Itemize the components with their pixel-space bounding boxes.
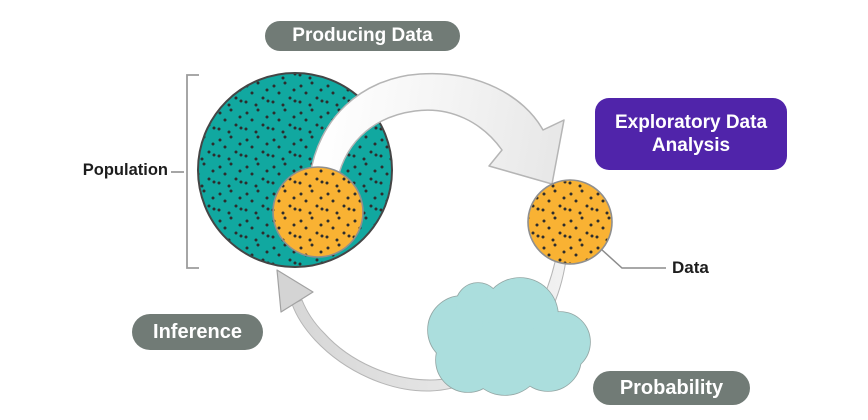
probability-label: Probability [619, 376, 724, 399]
data-label: Data [672, 258, 709, 277]
exploratory-data-analysis-label: Exploratory Data Analysis [614, 111, 768, 156]
exploratory-data-analysis-box: Exploratory Data Analysis [595, 98, 787, 170]
inference-arrowhead [276, 269, 314, 313]
inference-label: Inference [153, 320, 242, 343]
data-circle [527, 179, 613, 265]
sample-circle [272, 166, 364, 258]
probability-cloud-icon [427, 277, 591, 396]
data-dots [529, 181, 611, 263]
data-callout-line [600, 248, 666, 269]
producing-data-arrow [309, 72, 565, 189]
producing-data-label: Producing Data [292, 25, 433, 46]
sample-dots [274, 168, 362, 256]
inference-pill: Inference [132, 314, 263, 350]
probability-pill: Probability [593, 371, 750, 405]
population-bracket [186, 74, 199, 269]
population-label: Population [82, 161, 168, 179]
producing-data-pill: Producing Data [265, 21, 460, 51]
